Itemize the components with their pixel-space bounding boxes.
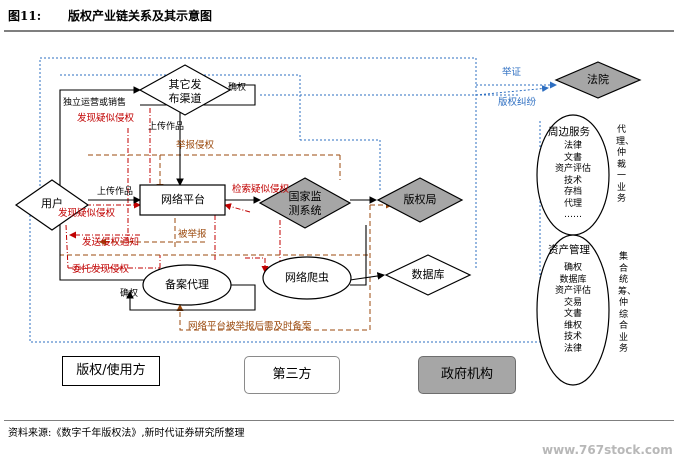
asset-item: 技术 xyxy=(563,332,582,342)
surround-item: 资产评估 xyxy=(554,164,591,174)
other-channel-node: 其它发 布渠道 xyxy=(168,78,202,105)
asset-item: 数据库 xyxy=(559,274,587,285)
black-routes xyxy=(59,84,386,311)
edge-upload-works: 上传作品 xyxy=(148,122,185,132)
surround-item: …… xyxy=(564,210,582,220)
surround-side-note: 代理、仲裁一业务 xyxy=(616,125,635,204)
edge-upload-works-2: 上传作品 xyxy=(97,187,134,197)
asset-item: 文書 xyxy=(563,309,582,319)
edge-platform-filing: 网络平台被举报后需及时备案 xyxy=(188,321,312,332)
edge-detect-suspect: 检索疑似侵权 xyxy=(232,184,290,195)
surround-services-title: 周边服务 xyxy=(548,126,590,138)
edge-report: 被举报 xyxy=(178,229,207,240)
edge-court-report: 举证 xyxy=(502,67,522,78)
surround-item: 代理 xyxy=(563,198,582,209)
figure-label: 图11: xyxy=(8,9,42,23)
asset-management-list: 确权 数据库 资产评估 交易 文書 维权 技术 法律 xyxy=(545,263,601,355)
source-note: 资料来源:《数字千年版权法》,新时代证券研究所整理 xyxy=(8,428,245,439)
edge-find-suspect-1: 发现疑似侵权 xyxy=(77,113,135,124)
legend-government: 政府机构 xyxy=(418,356,516,394)
figure-title: 版权产业链关系及其示意图 xyxy=(68,9,213,23)
asset-item: 资产评估 xyxy=(554,286,591,296)
surround-item: 文書 xyxy=(563,152,582,163)
filing-agent-node: 备案代理 xyxy=(165,278,209,291)
database-node: 数据库 xyxy=(411,268,445,281)
edge-dispute: 版权纠纷 xyxy=(498,97,537,108)
edge-notify-infringe: 发送侵权通知 xyxy=(82,237,140,248)
surround-item: 法律 xyxy=(563,141,582,151)
gov-monitor-node: 国家监 测系统 xyxy=(288,190,322,217)
edge-entrust-find: 委托发现侵权 xyxy=(72,264,130,275)
asset-management-title: 资产管理 xyxy=(548,244,590,256)
legend-third-party: 第三方 xyxy=(244,356,340,394)
asset-side-note: 集合统筹、仲综合业务 xyxy=(618,252,637,354)
edge-confirm-top: 确权 xyxy=(228,83,247,93)
blue-routes xyxy=(29,57,557,343)
footer-rule xyxy=(4,420,674,421)
node-shapes xyxy=(14,61,642,386)
asset-item: 法律 xyxy=(563,343,582,354)
watermark: www.767stock.com xyxy=(542,443,673,457)
header-rule xyxy=(4,30,674,32)
asset-item: 维权 xyxy=(563,320,582,331)
user-node: 用户 xyxy=(41,197,63,210)
asset-item: 交易 xyxy=(563,297,582,308)
edge-report-infringe: 举报侵权 xyxy=(176,140,215,151)
legend-owner: 版权/使用方 xyxy=(62,356,160,386)
surround-services-list: 法律 文書 资产评估 技术 存档 代理 …… xyxy=(545,141,601,222)
edge-independent-ops: 独立运营或销售 xyxy=(63,98,127,108)
edge-confirm-bottom: 确权 xyxy=(120,289,139,299)
court-node: 法院 xyxy=(587,73,609,86)
crawler-node: 网络爬虫 xyxy=(285,271,329,284)
surround-item: 存档 xyxy=(563,187,582,197)
copyright-bureau-node: 版权局 xyxy=(403,193,437,206)
edge-find-suspect-2: 发现疑似侵权 xyxy=(58,208,116,219)
platform-node: 网络平台 xyxy=(161,193,205,206)
asset-item: 确权 xyxy=(563,263,582,273)
surround-item: 技术 xyxy=(563,175,582,186)
